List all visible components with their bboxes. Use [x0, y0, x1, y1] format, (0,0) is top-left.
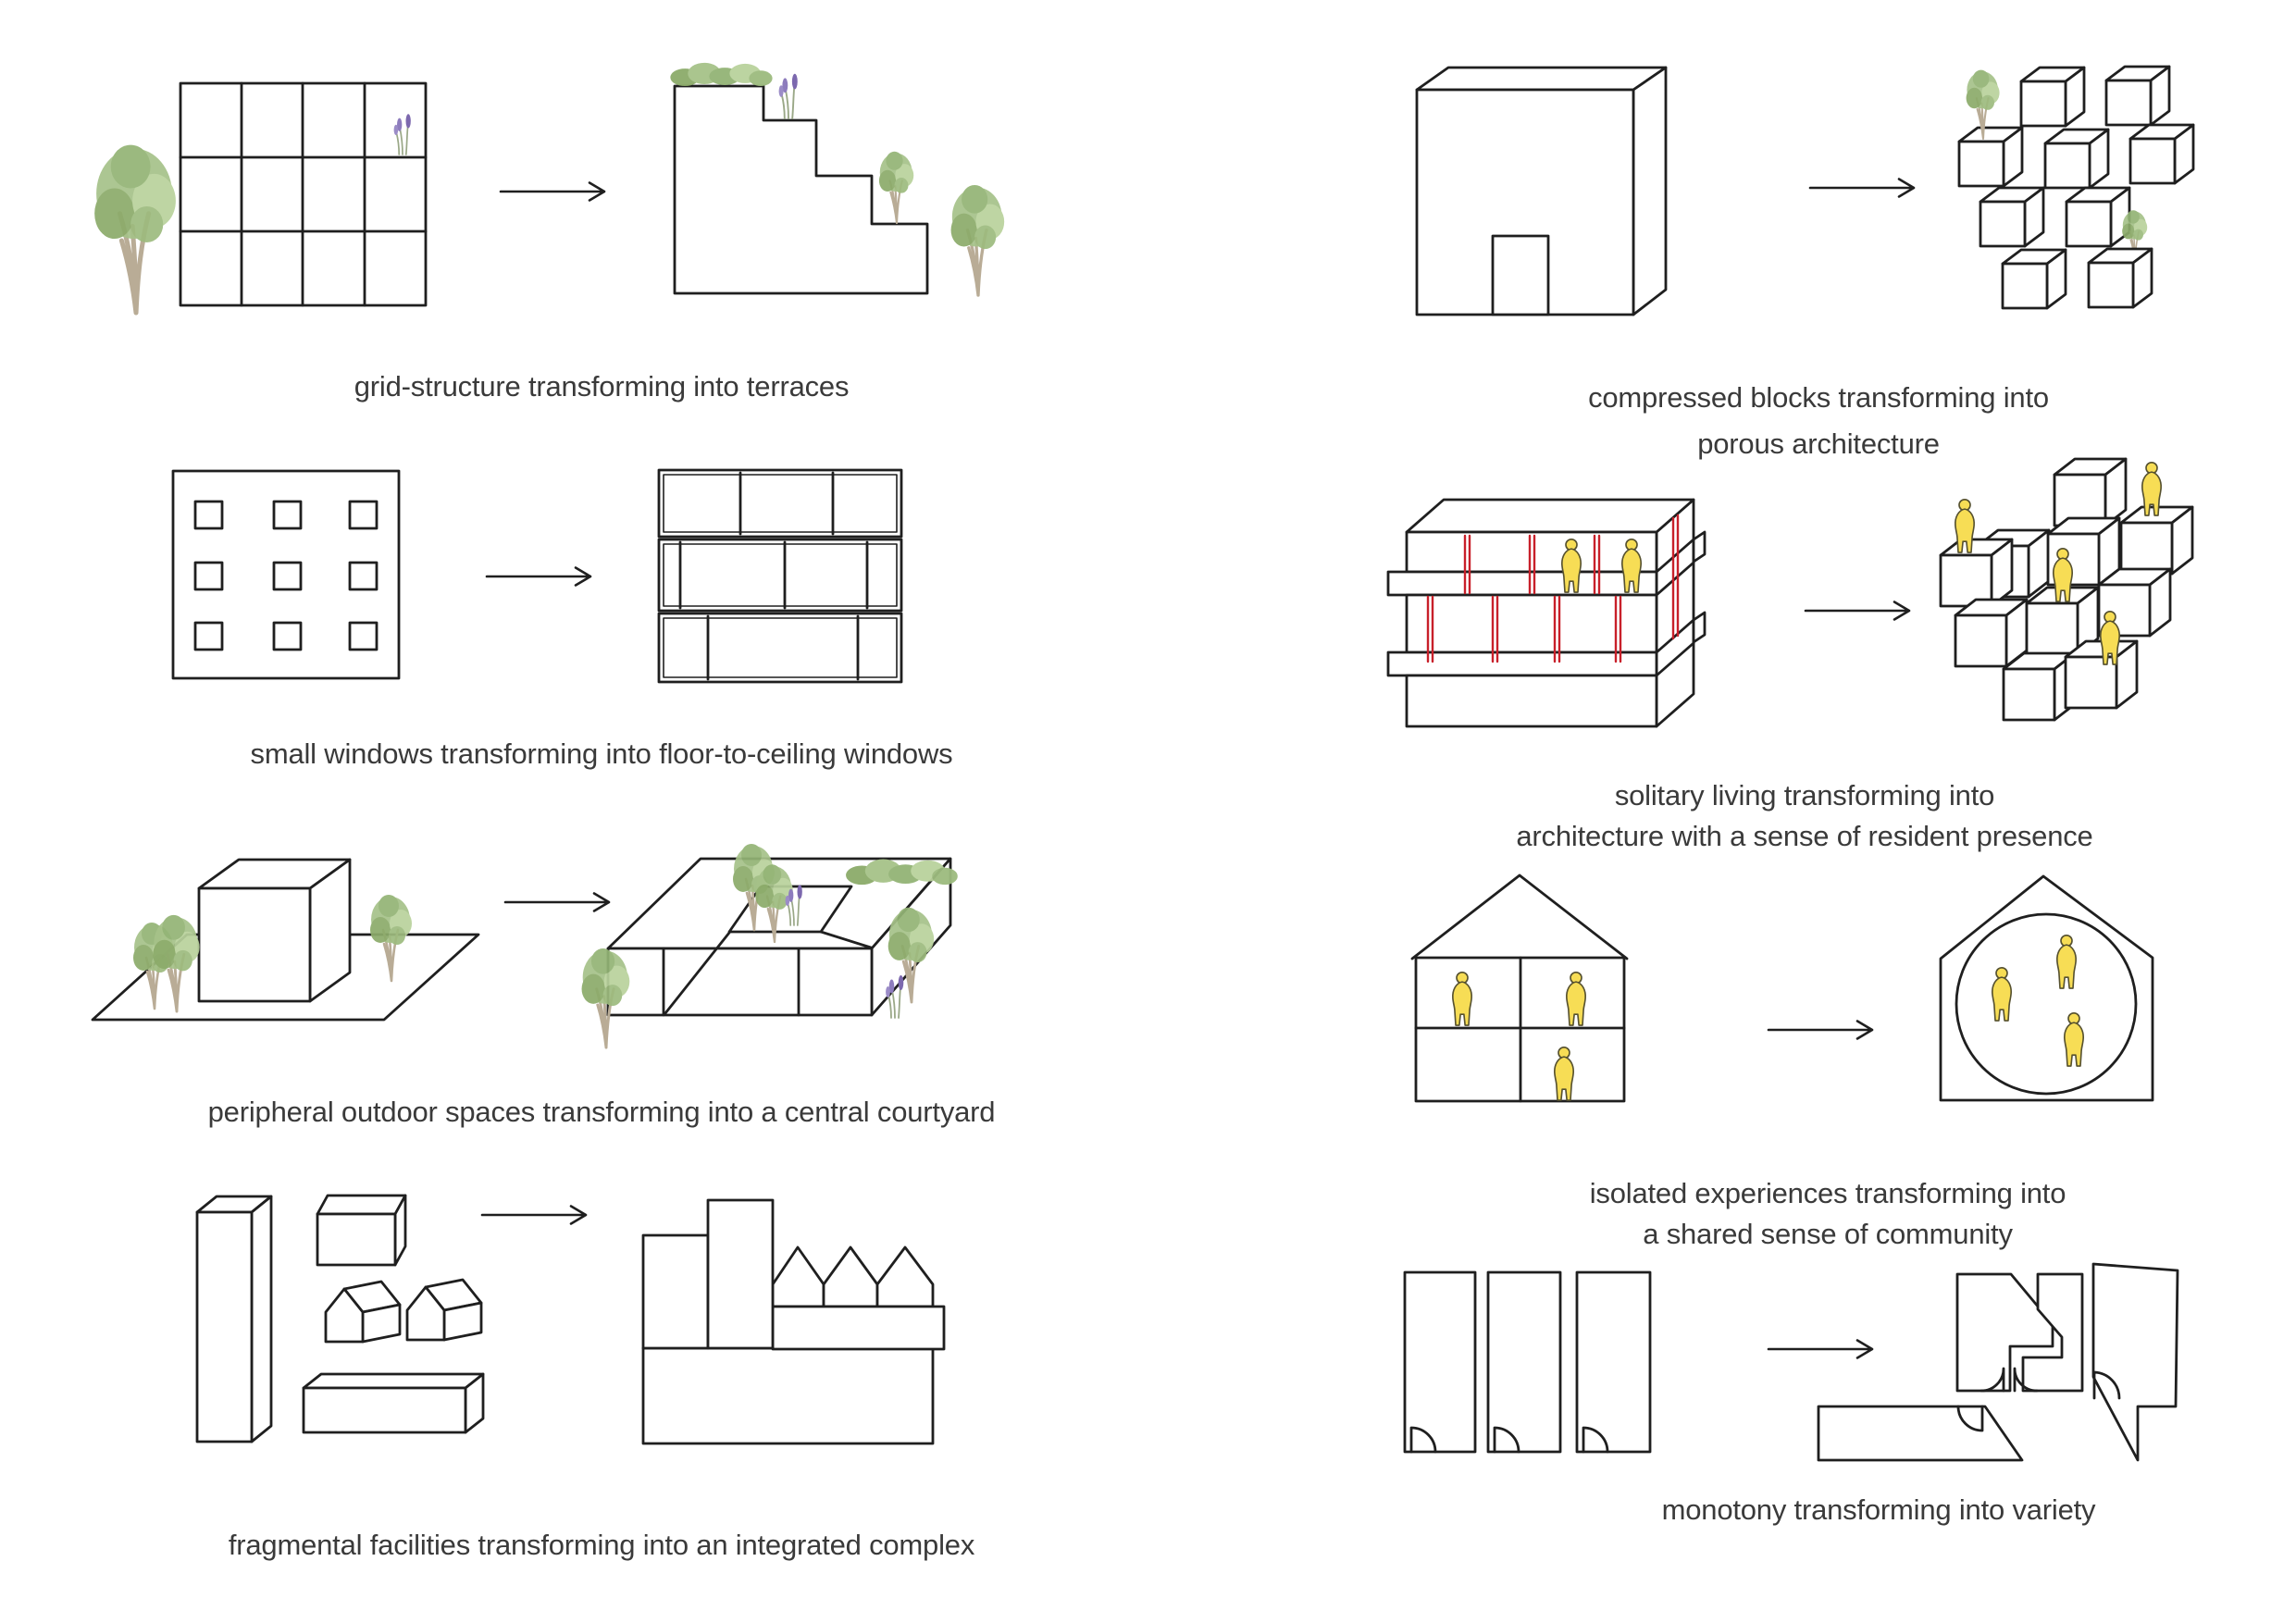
- caption-complex: fragmental facilities transforming into …: [228, 1529, 975, 1561]
- cube-icon: [2019, 66, 2086, 128]
- arrow-icon: [480, 1205, 588, 1225]
- integrated-complex-drawing: [641, 1198, 946, 1445]
- tree-icon: [949, 183, 1006, 297]
- caption-courtyard: peripheral outdoor spaces transforming i…: [207, 1096, 996, 1128]
- floor-to-ceiling-windows-drawing: [657, 468, 903, 684]
- courtyard-building-drawing: [580, 842, 958, 1049]
- cube-icon: [1957, 126, 2024, 188]
- tree-icon: [368, 893, 414, 983]
- fragmented-buildings-drawing: [195, 1194, 485, 1443]
- identical-units-drawing: [1403, 1270, 1652, 1454]
- cube-cluster-drawing: [1939, 457, 2194, 722]
- caption-variety: monotony transforming into variety: [1661, 1493, 2096, 1526]
- cube-icon: [2001, 248, 2067, 310]
- lavender-icon: [777, 72, 799, 119]
- tree-icon: [151, 913, 202, 1013]
- small-windows-drawing: [171, 469, 401, 680]
- cube-icon: [2043, 128, 2110, 190]
- cube-on-plot-drawing: [91, 858, 480, 1022]
- caption-community-line1: isolated experiences transforming into: [1589, 1177, 2066, 1209]
- porous-cubes-drawing: [1957, 65, 2195, 310]
- arrow-icon: [1804, 601, 1911, 621]
- cube-icon: [2104, 65, 2171, 127]
- cube-icon: [1939, 538, 2014, 608]
- cube-icon: [2002, 651, 2077, 722]
- shrub-icon: [670, 62, 773, 87]
- cube-icon: [2064, 639, 2139, 710]
- shared-house-drawing: [1939, 874, 2154, 1102]
- cube-icon: [2053, 457, 2128, 527]
- tree-icon: [94, 145, 176, 313]
- cube-icon: [2119, 505, 2194, 576]
- cube-icon: [2087, 247, 2153, 309]
- slab-building-drawing: [1386, 498, 1706, 728]
- terraced-building-drawing: [670, 62, 1006, 297]
- cube-icon: [2065, 186, 2131, 248]
- arrow-icon: [499, 181, 606, 202]
- cube-icon: [1954, 598, 2029, 668]
- cube-icon: [2128, 123, 2195, 185]
- tree-icon: [877, 150, 915, 225]
- arrow-icon: [1808, 178, 1916, 198]
- caption-community-line2: a shared sense of community: [1643, 1218, 2013, 1250]
- cube-icon: [1979, 186, 2045, 248]
- divided-house-drawing: [1410, 873, 1629, 1103]
- grid-building-drawing: [88, 81, 428, 319]
- caption-presence-line2: architecture with a sense of resident pr…: [1516, 820, 2093, 852]
- caption-porous-line2: porous architecture: [1697, 427, 1940, 460]
- caption-presence-line1: solitary living transforming into: [1614, 779, 1995, 812]
- caption-grid-to-terraces: grid-structure transforming into terrace…: [354, 370, 850, 403]
- arrow-icon: [1767, 1020, 1874, 1040]
- arrow-icon: [485, 566, 592, 587]
- compressed-block-drawing: [1415, 66, 1668, 316]
- caption-windows: small windows transforming into floor-to…: [250, 737, 953, 770]
- varied-units-drawing: [1817, 1262, 2179, 1462]
- caption-porous-line1: compressed blocks transforming into: [1588, 381, 2049, 414]
